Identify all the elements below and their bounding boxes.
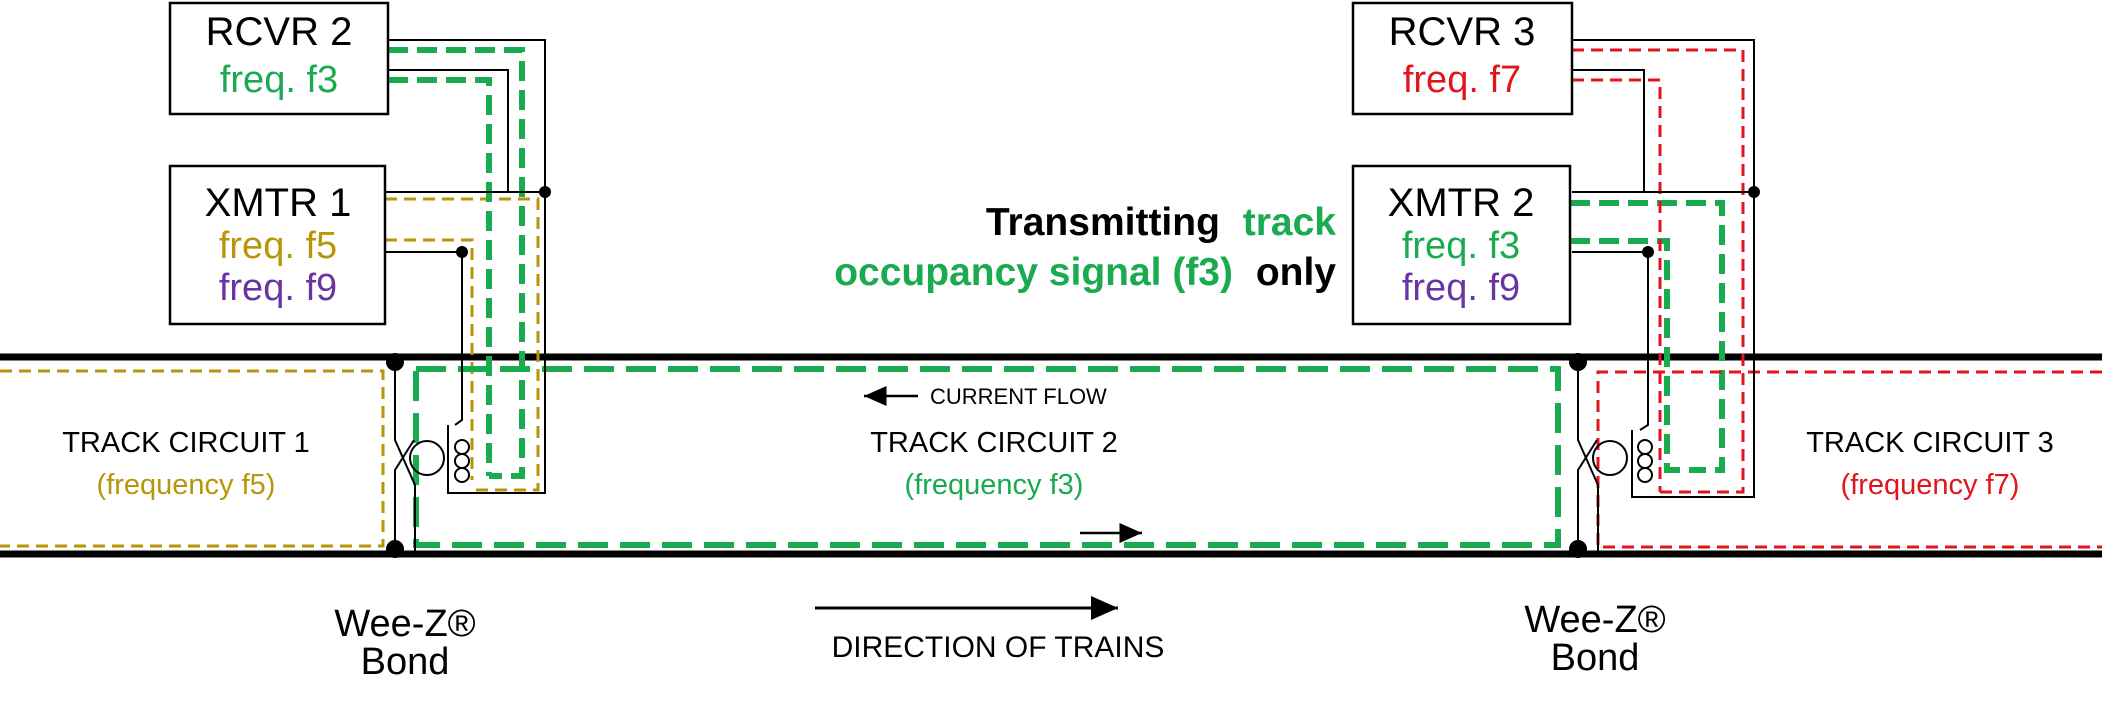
rcvr2-wire-a: [388, 39, 546, 494]
xmtr1-wire-c: [454, 252, 463, 426]
right-bond-lead-bottom: [1577, 439, 1598, 554]
tc2-signal-loop: [413, 366, 1561, 548]
xmtr2-f3-path-outer: [1570, 200, 1725, 473]
xmtr2-title: XMTR 2: [1388, 181, 1535, 225]
left-bond-label-line1: Wee-Z®: [334, 603, 475, 645]
junction-dot: [1642, 246, 1654, 258]
rcvr3-box: RCVR 3 freq. f7: [1351, 1, 1574, 116]
left-transformer-icon: [454, 439, 470, 483]
note-line1-green: track: [1243, 201, 1337, 244]
xmtr1-title: XMTR 1: [205, 181, 352, 225]
rcvr2-title: RCVR 2: [206, 10, 353, 54]
xmtr2-box: XMTR 2 freq. f3 freq. f9: [1351, 164, 1572, 326]
xmtr1-freq-f9: freq. f9: [219, 267, 337, 309]
xmtr1-box: XMTR 1 freq. f5 freq. f9: [168, 164, 387, 326]
xmtr1-wire-b: [385, 251, 463, 410]
left-coil-drop: [447, 425, 470, 494]
left-bond-lead-top: [394, 357, 416, 554]
xmtr2-freq-f3: freq. f3: [1402, 225, 1520, 267]
right-bond-label-line2: Bond: [1551, 637, 1640, 679]
junction-dot: [1748, 186, 1760, 198]
junction-dot: [539, 186, 551, 198]
tc3-freq: (frequency f7): [1841, 469, 2020, 501]
right-bond-loop: [1592, 440, 1628, 476]
rcvr3-freq: freq. f7: [1403, 59, 1521, 101]
right-transformer-icon: [1637, 439, 1653, 483]
tc2-title: TRACK CIRCUIT 2: [870, 427, 1118, 459]
right-coil-drop: [1631, 430, 1640, 498]
current-flow-label: CURRENT FLOW: [930, 384, 1107, 409]
xmtr1-freq-f5: freq. f5: [219, 225, 337, 267]
transmitting-note-line2: occupancy signal (f3) only: [834, 251, 1336, 294]
xmtr2-f3-path-inner: [1570, 238, 1690, 473]
tc1-freq: (frequency f5): [97, 469, 276, 501]
note-line1-black: Transmitting: [986, 201, 1220, 244]
left-bond-lead-bottom: [394, 439, 415, 554]
note-line2-black: only: [1256, 251, 1336, 294]
rcvr2-f3-path-outer: [388, 47, 525, 479]
xmtr1-f5-path-outer: [385, 197, 540, 492]
xmtr2-wire-b: [1572, 251, 1649, 431]
left-bond-loop: [409, 440, 445, 476]
right-bond-lead-top: [1577, 357, 1599, 554]
junction-dot: [1569, 353, 1587, 371]
rcvr3-f7-path-outer: [1572, 48, 1745, 494]
junction-dot: [386, 353, 404, 371]
rcvr2-box: RCVR 2 freq. f3: [168, 1, 390, 116]
junction-dot: [1569, 540, 1587, 558]
rcvr2-freq: freq. f3: [220, 59, 338, 101]
rcvr2-wire-b: [388, 69, 509, 192]
rcvr3-title: RCVR 3: [1389, 10, 1536, 54]
tc1-signal-loop: [0, 369, 385, 548]
rcvr3-wire-b: [1572, 69, 1645, 192]
rcvr3-wire-a: [1572, 39, 1755, 498]
junction-dot: [456, 246, 468, 258]
xmtr1-f5-path-inner: [385, 238, 474, 480]
tc3-title: TRACK CIRCUIT 3: [1806, 427, 2054, 459]
junction-dot: [386, 540, 404, 558]
direction-label: DIRECTION OF TRAINS: [832, 631, 1165, 664]
tc3-signal-loop: [1596, 370, 2102, 549]
note-line2-green: occupancy signal (f3): [834, 251, 1233, 294]
left-bond-label-line2: Bond: [361, 641, 450, 683]
transmitting-note-line1: Transmitting track: [986, 201, 1336, 244]
xmtr2-freq-f9: freq. f9: [1402, 267, 1520, 309]
tc1-title: TRACK CIRCUIT 1: [62, 427, 310, 459]
rcvr2-f3-path-inner: [388, 77, 492, 476]
right-bond-label-line1: Wee-Z®: [1524, 599, 1665, 641]
rcvr3-f7-path-inner: [1572, 78, 1662, 492]
tc2-freq: (frequency f3): [905, 469, 1084, 501]
